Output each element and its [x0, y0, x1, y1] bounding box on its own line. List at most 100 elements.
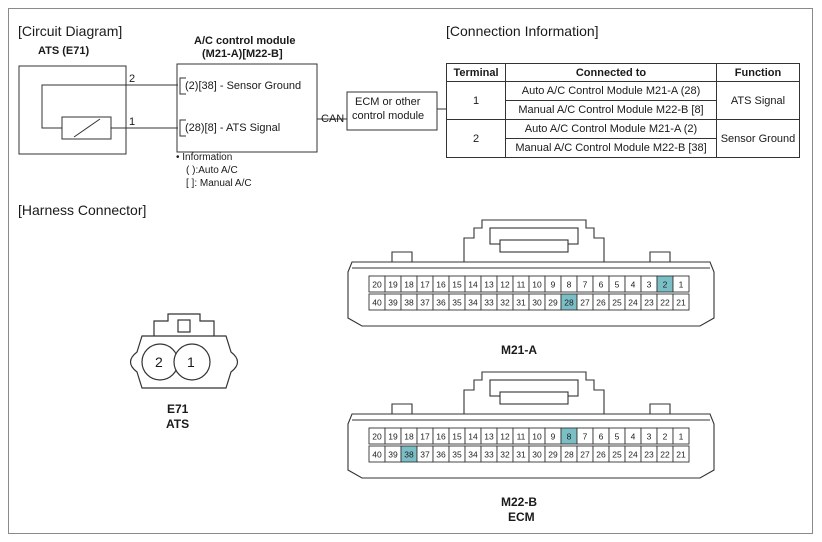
connector-pin-number: 36 — [436, 298, 446, 308]
info-auto: ( ):Auto A/C — [186, 165, 238, 176]
connector-pin-number: 38 — [404, 298, 414, 308]
connector-pin-number: 32 — [500, 450, 510, 460]
connector-pin-number: 1 — [679, 280, 684, 290]
connector-pin-number: 19 — [388, 280, 398, 290]
connector-pin-number: 2 — [663, 432, 668, 442]
latch-slot — [499, 239, 569, 253]
connector-pin-number: 4 — [631, 432, 636, 442]
info-title: • Information — [176, 152, 233, 163]
connector-pin-number: 23 — [644, 450, 654, 460]
e71-pin-2: 2 — [155, 354, 163, 370]
connector-pin-cell — [672, 445, 690, 463]
connector-pin-cell — [672, 275, 690, 293]
connector-pin-number: 34 — [468, 450, 478, 460]
connector-pin-number: 28 — [564, 450, 574, 460]
m21a-label: M21-A — [501, 343, 538, 357]
connector-pin-number: 29 — [548, 450, 558, 460]
connector-pin-number: 12 — [500, 432, 510, 442]
connector-pin-number: 30 — [532, 450, 542, 460]
connector-pin-number: 39 — [388, 298, 398, 308]
ats-sensor-element — [61, 116, 112, 140]
latch-slot — [499, 391, 569, 405]
connector-pin-number: 17 — [420, 432, 430, 442]
connector-pin-number: 15 — [452, 432, 462, 442]
ats-signal-label: (28)[8] - ATS Signal — [185, 122, 281, 134]
connector-pin-number: 29 — [548, 298, 558, 308]
connector-pin-number: 34 — [468, 298, 478, 308]
connector-pin-number: 40 — [372, 450, 382, 460]
connector-pin-number: 10 — [532, 432, 542, 442]
e71-pin-1: 1 — [187, 354, 195, 370]
ac-module-box — [176, 63, 318, 153]
function-cell: Sensor Ground — [716, 119, 800, 158]
connector-pin-number: 36 — [436, 450, 446, 460]
circuit-diagram-heading: [Circuit Diagram] — [18, 23, 123, 39]
connector-pin-number: 26 — [596, 450, 606, 460]
connector-pin-number: 24 — [628, 450, 638, 460]
connected-cell: Manual A/C Control Module M22-B [38] — [505, 138, 717, 158]
connector-pin-number: 9 — [551, 280, 556, 290]
header-function: Function — [716, 63, 800, 82]
connector-pin-number: 25 — [612, 450, 622, 460]
module-title-line2: (M21-A)[M22-B] — [202, 48, 283, 60]
connector-pin-number: 2 — [663, 280, 668, 290]
table-row: Manual A/C Control Module M22-B [38] — [447, 138, 800, 158]
connector-pin-number: 27 — [580, 450, 590, 460]
connector-pin-number: 5 — [615, 432, 620, 442]
connector-pin-number: 22 — [660, 298, 670, 308]
connector-pin-number: 17 — [420, 280, 430, 290]
ecm-connector-label: ECM — [508, 510, 535, 524]
sensor-ground-label: (2)[38] - Sensor Ground — [185, 80, 302, 92]
connection-info-heading: [Connection Information] — [446, 23, 599, 39]
connector-pin-number: 7 — [583, 432, 588, 442]
connector-pin-number: 39 — [388, 450, 398, 460]
connector-pin-number: 21 — [676, 450, 686, 460]
connector-pin-number: 3 — [647, 432, 652, 442]
m22b-label: M22-B — [501, 495, 538, 509]
connector-pin-number: 14 — [468, 280, 478, 290]
table-row: 2 Auto A/C Control Module M21-A (2) Sens… — [446, 119, 800, 158]
can-label: CAN — [321, 113, 345, 125]
connector-pin-number: 16 — [436, 432, 446, 442]
connector-pin-cell — [672, 293, 690, 311]
connector-pin-cell — [672, 427, 690, 445]
module-title-line1: A/C control module — [194, 35, 296, 47]
ecm-label-line2: control module — [352, 110, 425, 122]
connector-pin-number: 38 — [404, 450, 414, 460]
connector-pin-number: 9 — [551, 432, 556, 442]
table-header-row: Terminal Connected to Function — [446, 63, 800, 82]
connector-pin-number: 19 — [388, 432, 398, 442]
function-cell: ATS Signal — [716, 81, 800, 120]
connector-pin-number: 33 — [484, 298, 494, 308]
connected-cell: Auto A/C Control Module M21-A (28) — [505, 81, 717, 101]
connector-pin-number: 4 — [631, 280, 636, 290]
connector-pin-number: 5 — [615, 280, 620, 290]
connector-pin-number: 7 — [583, 280, 588, 290]
ats-label: ATS — [166, 417, 190, 431]
connector-pin-number: 6 — [599, 432, 604, 442]
connector-pin-number: 30 — [532, 298, 542, 308]
connector-pin-number: 13 — [484, 432, 494, 442]
ecm-box — [346, 91, 438, 131]
info-manual: [ ]: Manual A/C — [186, 178, 252, 189]
connector-pin-number: 37 — [420, 298, 430, 308]
connector-pin-number: 33 — [484, 450, 494, 460]
harness-connector-heading: [Harness Connector] — [18, 202, 147, 218]
connector-pin-number: 1 — [679, 432, 684, 442]
ats-box — [18, 65, 127, 155]
connector-pin-number: 12 — [500, 280, 510, 290]
connector-pin-number: 18 — [404, 280, 414, 290]
connector-pin-number: 37 — [420, 450, 430, 460]
connector-pin-number: 26 — [596, 298, 606, 308]
connector-pin-number: 6 — [599, 280, 604, 290]
e71-label: E71 — [167, 402, 189, 416]
ecm-label-line1: ECM or other — [355, 96, 421, 108]
connector-pin-number: 20 — [372, 280, 382, 290]
connector-pin-number: 15 — [452, 280, 462, 290]
connector-pin-number: 35 — [452, 298, 462, 308]
pin-label-2: 2 — [129, 73, 136, 85]
connector-pin-number: 11 — [517, 280, 526, 290]
connector-pin-number: 8 — [567, 432, 572, 442]
